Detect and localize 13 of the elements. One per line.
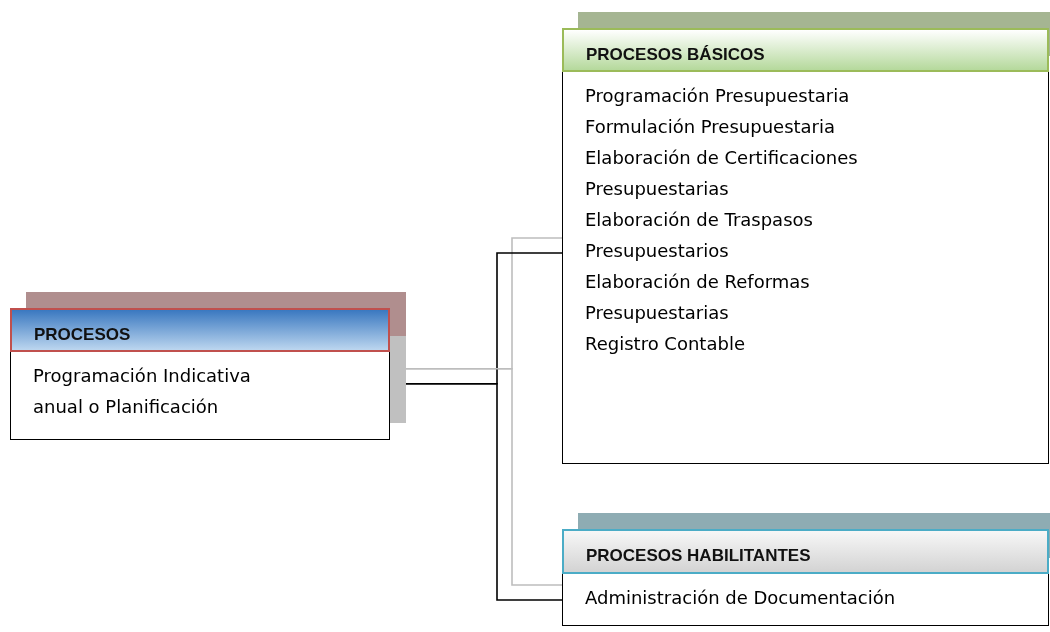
process-card xyxy=(562,529,1049,626)
process-item: Formulación Presupuestaria xyxy=(585,115,837,139)
header-title: PROCESOS xyxy=(34,324,132,346)
header-title: PROCESOS BÁSICOS xyxy=(586,44,766,66)
process-item: Programación Indicativa anual o Planificación xyxy=(33,364,252,419)
process-item: Elaboración de Traspasos Presupuestarios xyxy=(585,208,814,263)
process-card xyxy=(10,308,390,440)
process-item: Elaboración de Reformas Presupuestarias xyxy=(585,270,811,325)
process-item: Elaboración de Certificaciones Presupuestarias xyxy=(585,146,859,201)
process-item: Registro Contable xyxy=(585,332,746,356)
process-item: Programación Presupuestaria xyxy=(585,84,851,108)
process-item: Administración de Documentación xyxy=(585,586,897,610)
header-title: PROCESOS HABILITANTES xyxy=(586,545,812,567)
